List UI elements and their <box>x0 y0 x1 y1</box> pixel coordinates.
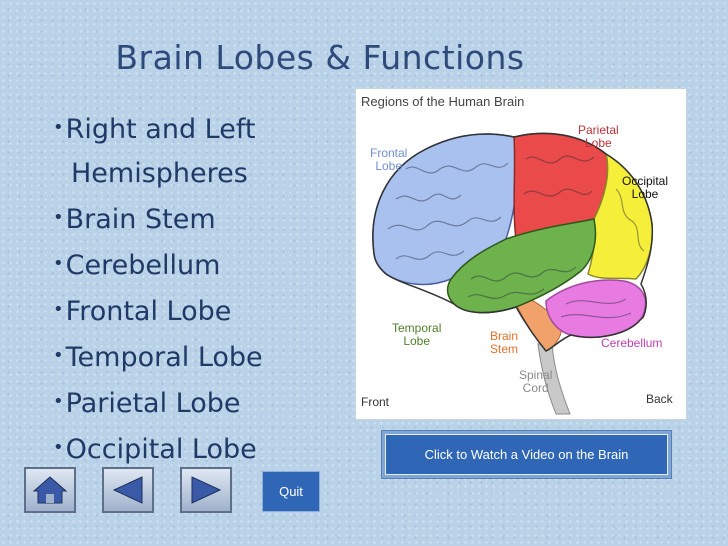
bullet-cerebellum: •Cerebellum <box>53 250 221 281</box>
cerebellum-region <box>545 279 647 338</box>
watch-video-label: Click to Watch a Video on the Brain <box>385 434 668 475</box>
spinal-cord-region <box>537 343 571 415</box>
brain-outline <box>372 132 654 352</box>
next-slide-button[interactable] <box>180 467 232 513</box>
bullet-parietal-lobe: •Parietal Lobe <box>53 388 241 419</box>
label-brain-stem: Brain Stem <box>490 329 519 356</box>
label-cerebellum: Cerebellum <box>601 336 663 350</box>
bullet-temporal-lobe: •Temporal Lobe <box>53 342 263 373</box>
diagram-title: Regions of the Human Brain <box>361 94 525 109</box>
bullet-occipital-lobe: •Occipital Lobe <box>53 434 257 465</box>
bullet-brain-stem: •Brain Stem <box>53 204 216 235</box>
triangle-left-icon <box>112 476 143 504</box>
triangle-right-icon <box>191 476 222 504</box>
label-parietal-lobe: Parietal Lobe <box>578 123 619 150</box>
gyri-texture <box>387 155 645 319</box>
label-front: Front <box>361 395 390 409</box>
label-frontal-lobe: Frontal Lobe <box>370 146 408 173</box>
label-occipital-lobe: Occipital Lobe <box>622 174 669 201</box>
label-back: Back <box>646 392 673 406</box>
brain-diagram: Regions of the Human Brain Frontal Lobe … <box>355 88 687 420</box>
slide-title: Brain Lobes & Functions <box>115 38 525 77</box>
watch-video-button[interactable]: Click to Watch a Video on the Brain <box>381 430 672 479</box>
previous-slide-button[interactable] <box>102 467 154 513</box>
brain-illustration <box>372 132 654 415</box>
home-button[interactable] <box>24 467 76 513</box>
quit-button[interactable]: Quit <box>262 471 320 512</box>
label-spinal-cord: Spinal Cord <box>519 368 553 395</box>
home-icon <box>32 476 68 504</box>
bullet-frontal-lobe: •Frontal Lobe <box>53 296 232 327</box>
label-temporal-lobe: Temporal Lobe <box>392 321 442 348</box>
